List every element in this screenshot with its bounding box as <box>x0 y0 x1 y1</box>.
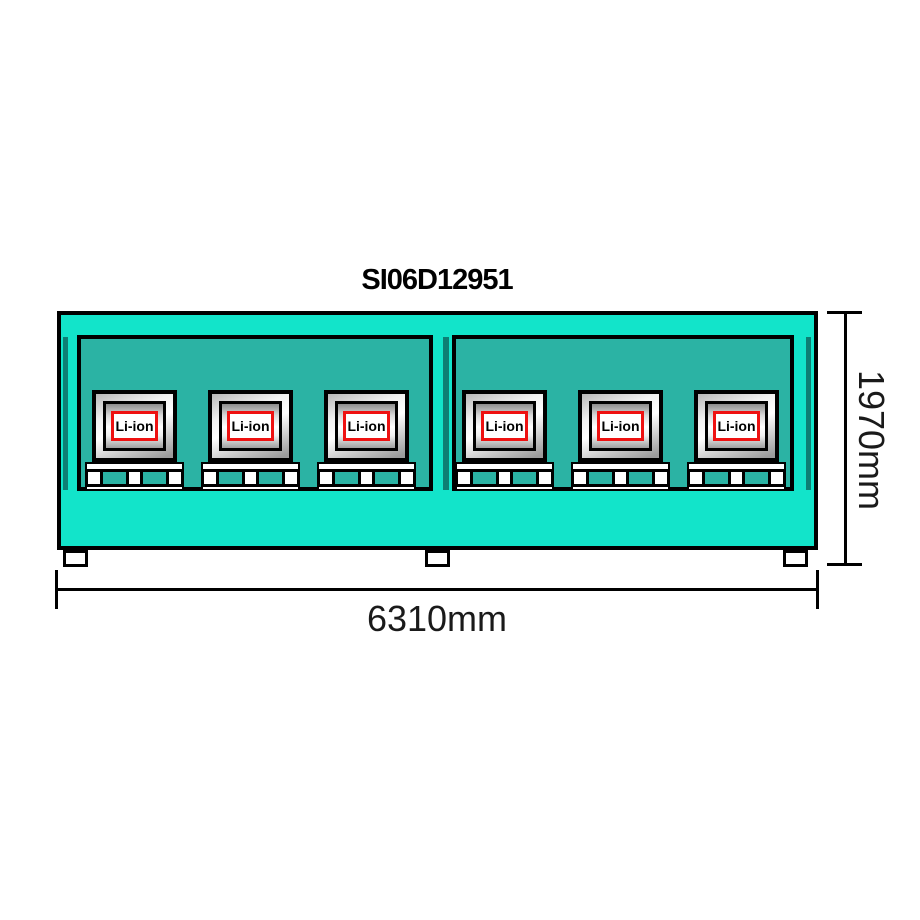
pallet-gap <box>218 472 242 484</box>
pallet-block <box>574 472 586 484</box>
pallet-gap <box>143 472 167 484</box>
pallet-block <box>204 472 216 484</box>
pallet-blocks-row <box>201 471 300 485</box>
li-ion-label: Li-ion <box>343 411 390 441</box>
battery-crate-panel: Li-ion <box>219 401 282 451</box>
width-dimension-tick-left <box>55 570 58 609</box>
pallet-deck-bottom <box>687 485 786 491</box>
pallet-deck-top <box>85 462 184 471</box>
pallet-block <box>614 472 627 484</box>
battery-unit: Li-ion <box>201 390 300 491</box>
pallet-gap <box>102 472 126 484</box>
pallet <box>85 462 184 491</box>
pallet-block <box>458 472 470 484</box>
drawing-title: SI06D12951 <box>361 264 513 296</box>
pallet-deck-top <box>687 462 786 471</box>
pallet-block <box>169 472 182 484</box>
pallet <box>201 462 300 491</box>
battery-unit: Li-ion <box>571 390 670 491</box>
pallet-block <box>128 472 141 484</box>
pallet-block <box>771 472 784 484</box>
battery-unit: Li-ion <box>687 390 786 491</box>
pallet-gap <box>588 472 612 484</box>
pallet-block <box>539 472 552 484</box>
battery-crate: Li-ion <box>92 390 177 462</box>
height-dimension-tick-top <box>827 311 862 314</box>
pallet <box>455 462 554 491</box>
pallet-blocks-row <box>317 471 416 485</box>
battery-crate-panel: Li-ion <box>705 401 768 451</box>
battery-unit: Li-ion <box>85 390 184 491</box>
container-foot <box>63 550 88 567</box>
pallet-blocks-row <box>571 471 670 485</box>
pallet-deck-top <box>201 462 300 471</box>
li-ion-label: Li-ion <box>111 411 158 441</box>
battery-crate-panel: Li-ion <box>473 401 536 451</box>
li-ion-label: Li-ion <box>227 411 274 441</box>
pallet-deck-top <box>571 462 670 471</box>
battery-crate: Li-ion <box>462 390 547 462</box>
container-foot <box>783 550 808 567</box>
pallet <box>687 462 786 491</box>
divider-panel-right <box>806 337 811 490</box>
pallet-gap <box>629 472 653 484</box>
width-dimension-tick-right <box>816 570 819 609</box>
pallet <box>317 462 416 491</box>
battery-crate: Li-ion <box>208 390 293 462</box>
pallet-gap <box>334 472 358 484</box>
container-foot <box>425 550 450 567</box>
pallet-deck-bottom <box>85 485 184 491</box>
battery-crate: Li-ion <box>694 390 779 462</box>
pallet-deck-bottom <box>317 485 416 491</box>
battery-crate-panel: Li-ion <box>589 401 652 451</box>
pallet <box>571 462 670 491</box>
height-dimension-tick-bottom <box>827 563 862 566</box>
pallet-deck-bottom <box>571 485 670 491</box>
pallet-deck-bottom <box>455 485 554 491</box>
pallet-gap <box>704 472 728 484</box>
pallet-gap <box>472 472 496 484</box>
width-dimension-line <box>57 588 818 591</box>
height-dimension-line <box>844 312 847 565</box>
battery-crate-panel: Li-ion <box>335 401 398 451</box>
battery-unit: Li-ion <box>455 390 554 491</box>
pallet-block <box>498 472 511 484</box>
pallet-block <box>360 472 373 484</box>
pallet-gap <box>745 472 769 484</box>
width-dimension-label: 6310mm <box>366 598 508 639</box>
pallet-deck-bottom <box>201 485 300 491</box>
pallet-block <box>401 472 414 484</box>
pallet-block <box>690 472 702 484</box>
divider-panel-middle <box>443 337 449 490</box>
li-ion-label: Li-ion <box>481 411 528 441</box>
battery-unit: Li-ion <box>317 390 416 491</box>
pallet-gap <box>375 472 399 484</box>
pallet-deck-top <box>317 462 416 471</box>
li-ion-label: Li-ion <box>713 411 760 441</box>
divider-panel-left <box>63 337 68 490</box>
height-dimension-label: 1970mm <box>851 369 892 511</box>
battery-crate: Li-ion <box>324 390 409 462</box>
pallet-block <box>730 472 743 484</box>
pallet-block <box>655 472 668 484</box>
pallet-block <box>88 472 100 484</box>
pallet-deck-top <box>455 462 554 471</box>
battery-crate-panel: Li-ion <box>103 401 166 451</box>
pallet-block <box>244 472 257 484</box>
pallet-blocks-row <box>85 471 184 485</box>
pallet-blocks-row <box>455 471 554 485</box>
li-ion-label: Li-ion <box>597 411 644 441</box>
battery-crate: Li-ion <box>578 390 663 462</box>
pallet-blocks-row <box>687 471 786 485</box>
pallet-gap <box>259 472 283 484</box>
pallet-block <box>285 472 298 484</box>
pallet-gap <box>513 472 537 484</box>
pallet-block <box>320 472 332 484</box>
